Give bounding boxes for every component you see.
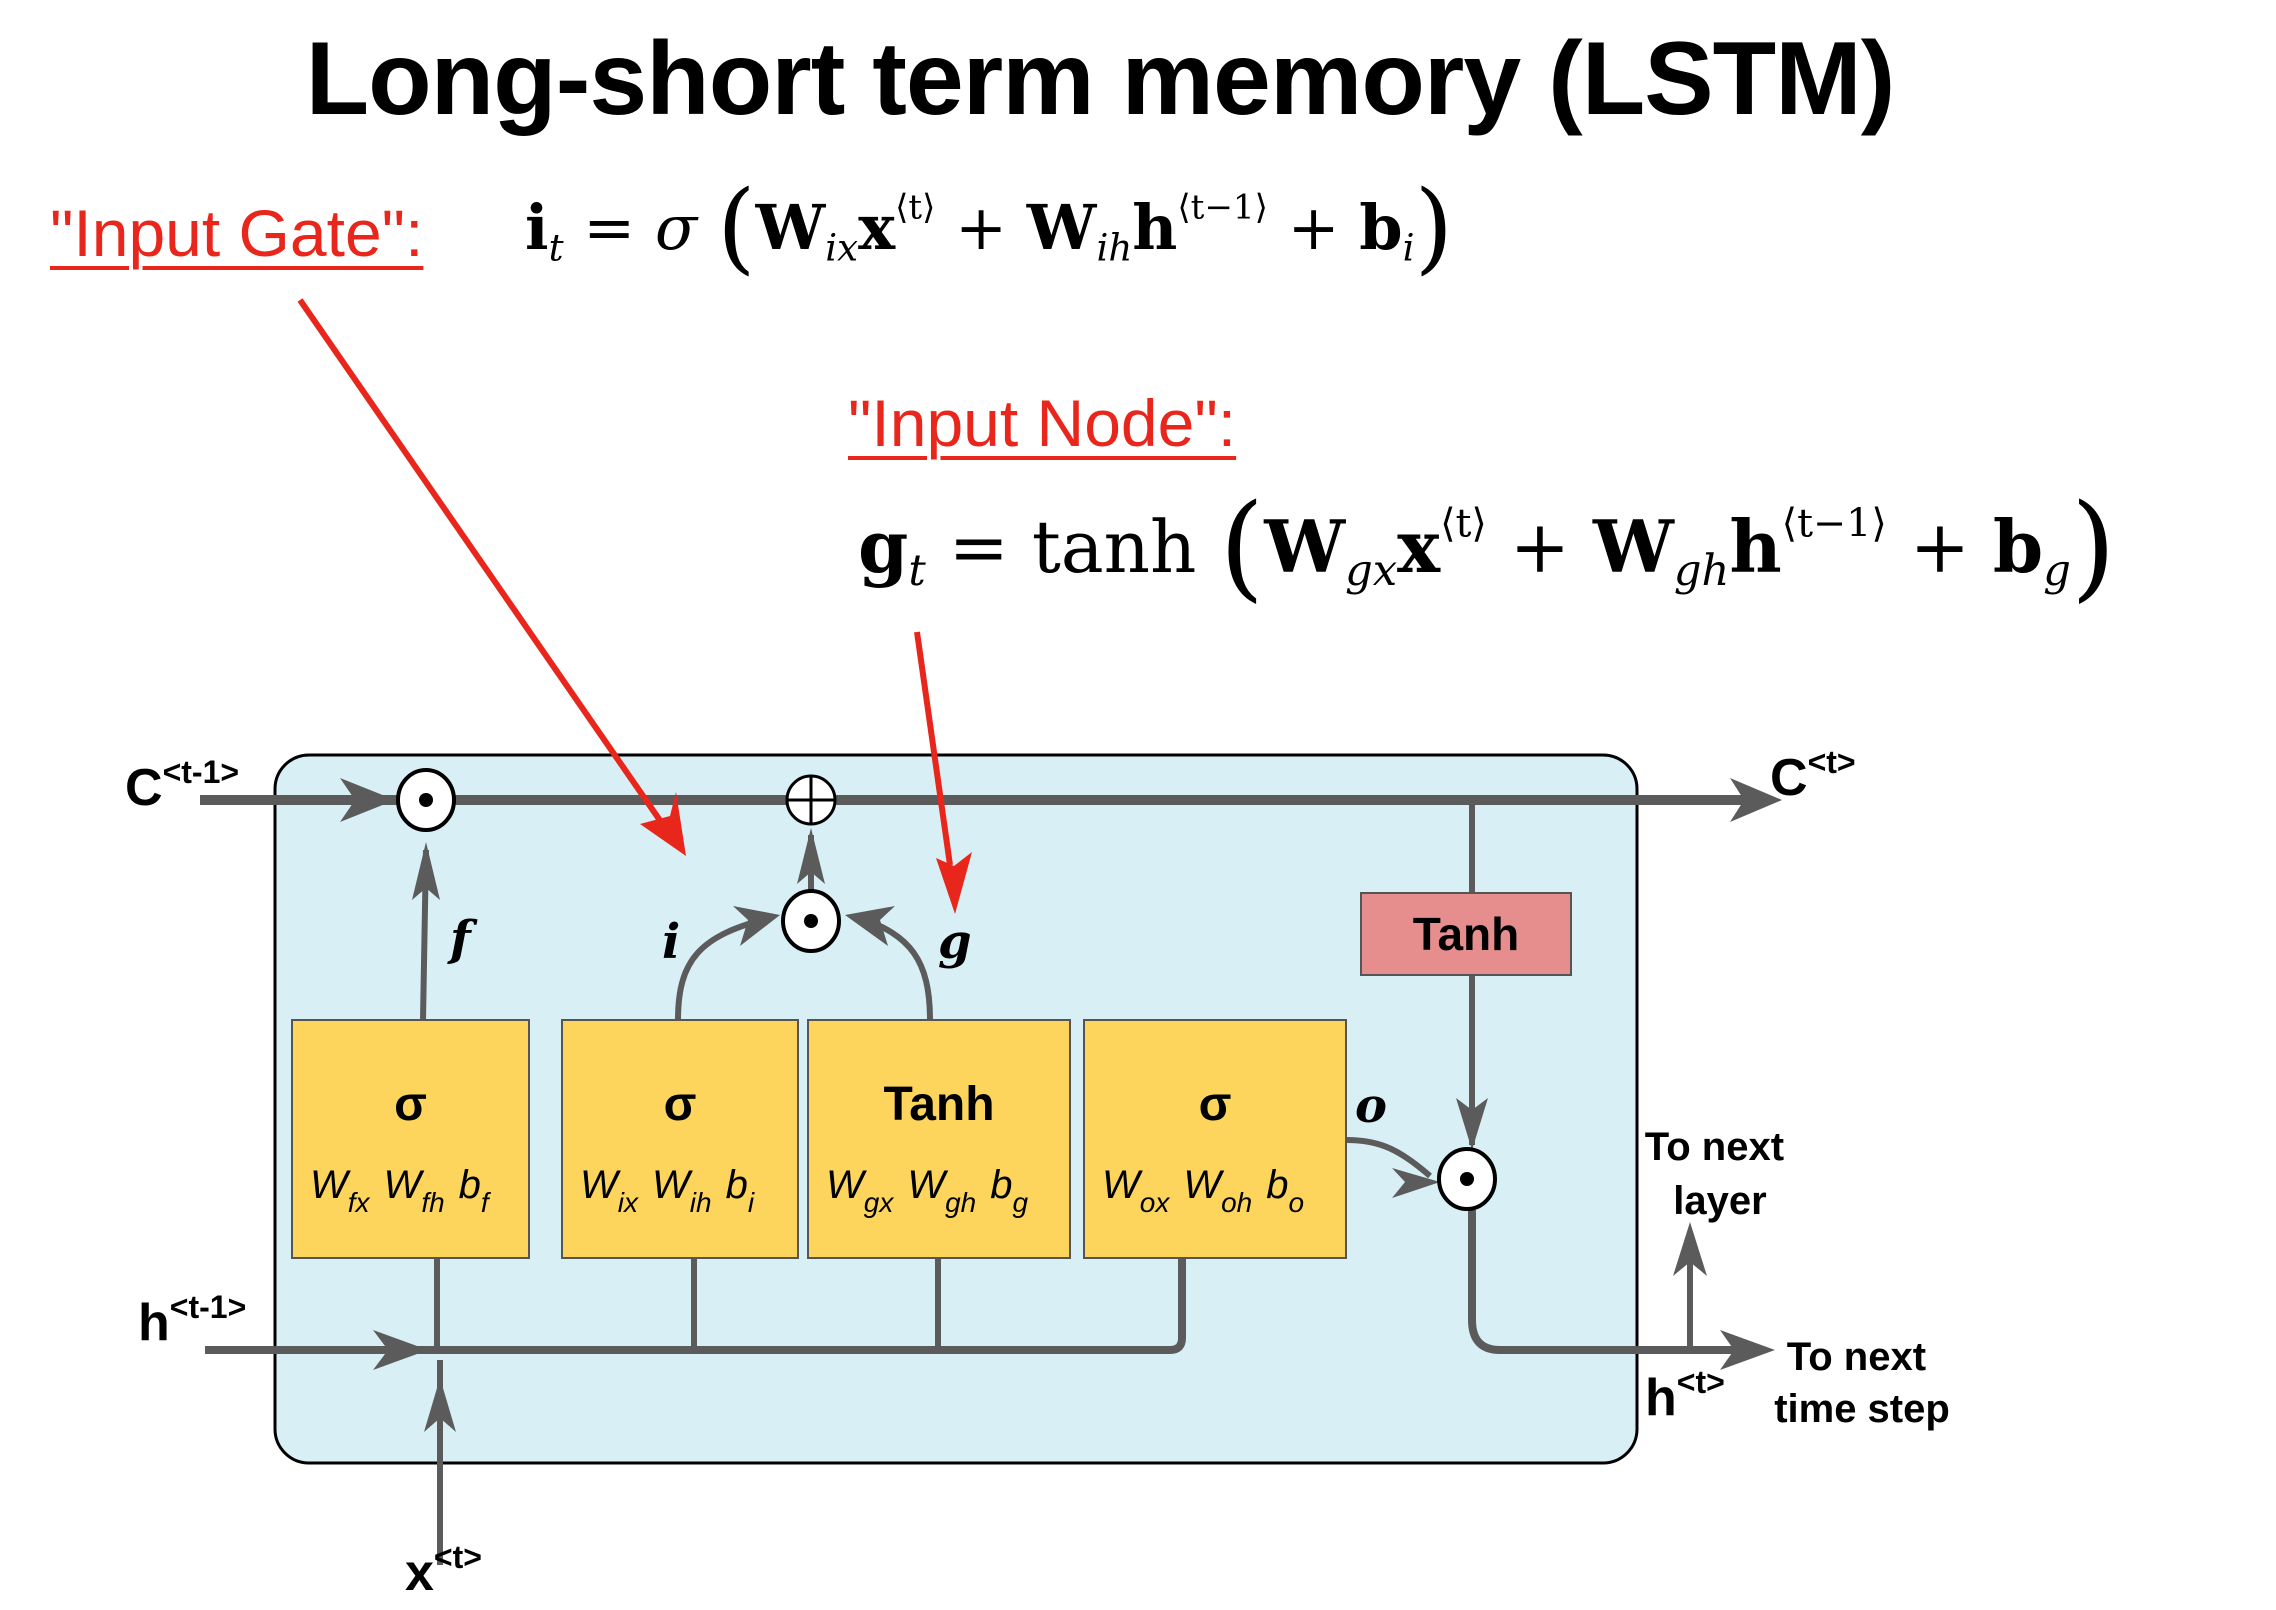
h-t-label: h<t> [1645,1364,1725,1427]
input-node-arrowhead [936,852,972,914]
gate-param-base: W [652,1163,693,1207]
gate-param-sub: fx [348,1187,371,1218]
gate-param-base: b [1266,1163,1288,1207]
mult-output [1437,1147,1497,1211]
x-t-label: x<t> [405,1539,482,1602]
cell-tanh-label: Tanh [1413,908,1519,960]
gate-param-sub: i [748,1187,755,1218]
gate-param-base: W [1183,1163,1224,1207]
cell-tanh-box [1360,892,1572,976]
gate-param-sub: ix [618,1187,639,1218]
to-next-layer-label: To next layer [1645,1125,1795,1223]
wires [200,795,1770,1565]
gate-param-sub: o [1289,1187,1305,1218]
arrow-plus-up [797,828,825,884]
arrow-next-layer [1673,1222,1707,1276]
input-node-equation: gt = tanh (Wgxx⟨t⟩ + Wghh⟨t−1⟩ + bg) [858,480,2116,614]
signal-o: o [1355,1078,1387,1134]
arrowheads [340,778,1782,1432]
mult-forget [396,768,456,832]
h-out-wire [1468,1210,1760,1354]
plus-operator [785,774,837,826]
input-node-label: "Input Node": [848,386,1237,460]
h-prev-label: h<t-1> [138,1289,246,1352]
input-gate-arrow [297,298,671,834]
gate-param-sub: fh [421,1187,444,1218]
gate-title: σ [1199,1078,1232,1131]
gate-param-base: b [726,1163,748,1207]
gate-param-base: W [826,1163,867,1207]
gate-rect [807,1019,1071,1259]
c-prev-label: C<t-1> [125,754,239,817]
gate-rect [291,1019,530,1259]
gate-param-sub: ih [690,1187,712,1218]
gate-param-sub: oh [1221,1187,1252,1218]
o-wire [1346,1137,1432,1179]
page-title: Long-short term memory (LSTM) [305,21,1896,137]
arrow-f-up [412,842,440,900]
input-gate-label: "Input Gate": [50,196,424,270]
gate-param-sub: f [481,1187,492,1218]
input-gate-equation: it = σ (Wixx⟨t⟩ + Wihh⟨t−1⟩ + bi) [525,170,1454,285]
h-bus [205,1258,1186,1354]
mult-input [781,889,841,953]
gate-title: σ [394,1078,427,1131]
arrow-o-in [1392,1168,1440,1198]
arrow-h-in [373,1330,428,1370]
signal-g: g [938,914,972,970]
gate-param-base: W [1102,1163,1143,1207]
gate-rect [561,1019,799,1259]
arrow-tanh-down [1456,1098,1488,1150]
gate-title: σ [664,1078,697,1131]
gate-param-sub: gx [864,1187,895,1218]
arrow-x-up [424,1378,456,1432]
c-t-label: C<t> [1770,744,1856,807]
arrow-ct-out [1730,778,1782,822]
signal-i: i [662,914,680,970]
gate-param-base: b [459,1163,481,1207]
annotation-arrows [297,298,972,914]
arrow-i-in [733,906,780,946]
gate-title: Tanh [883,1078,994,1131]
arrow-next-step [1720,1330,1775,1370]
gate-param-sub: gh [945,1187,976,1218]
gate-param-sub: ox [1140,1187,1171,1218]
eq-lhs: i [525,191,549,265]
gate-param-base: b [990,1163,1012,1207]
arrow-g-in [845,906,895,946]
to-next-time-step-label: To next time step [1774,1335,1950,1431]
arrow-c-in [340,778,395,822]
gate-param-base: W [384,1163,425,1207]
gate-rect [1083,1019,1347,1259]
gate-param-base: W [580,1163,621,1207]
gate-param-base: W [907,1163,948,1207]
gate-param-base: W [310,1163,351,1207]
gate-param-sub: g [1013,1187,1029,1218]
input-gate-arrowhead [640,792,686,856]
input-node-arrow [914,631,953,866]
